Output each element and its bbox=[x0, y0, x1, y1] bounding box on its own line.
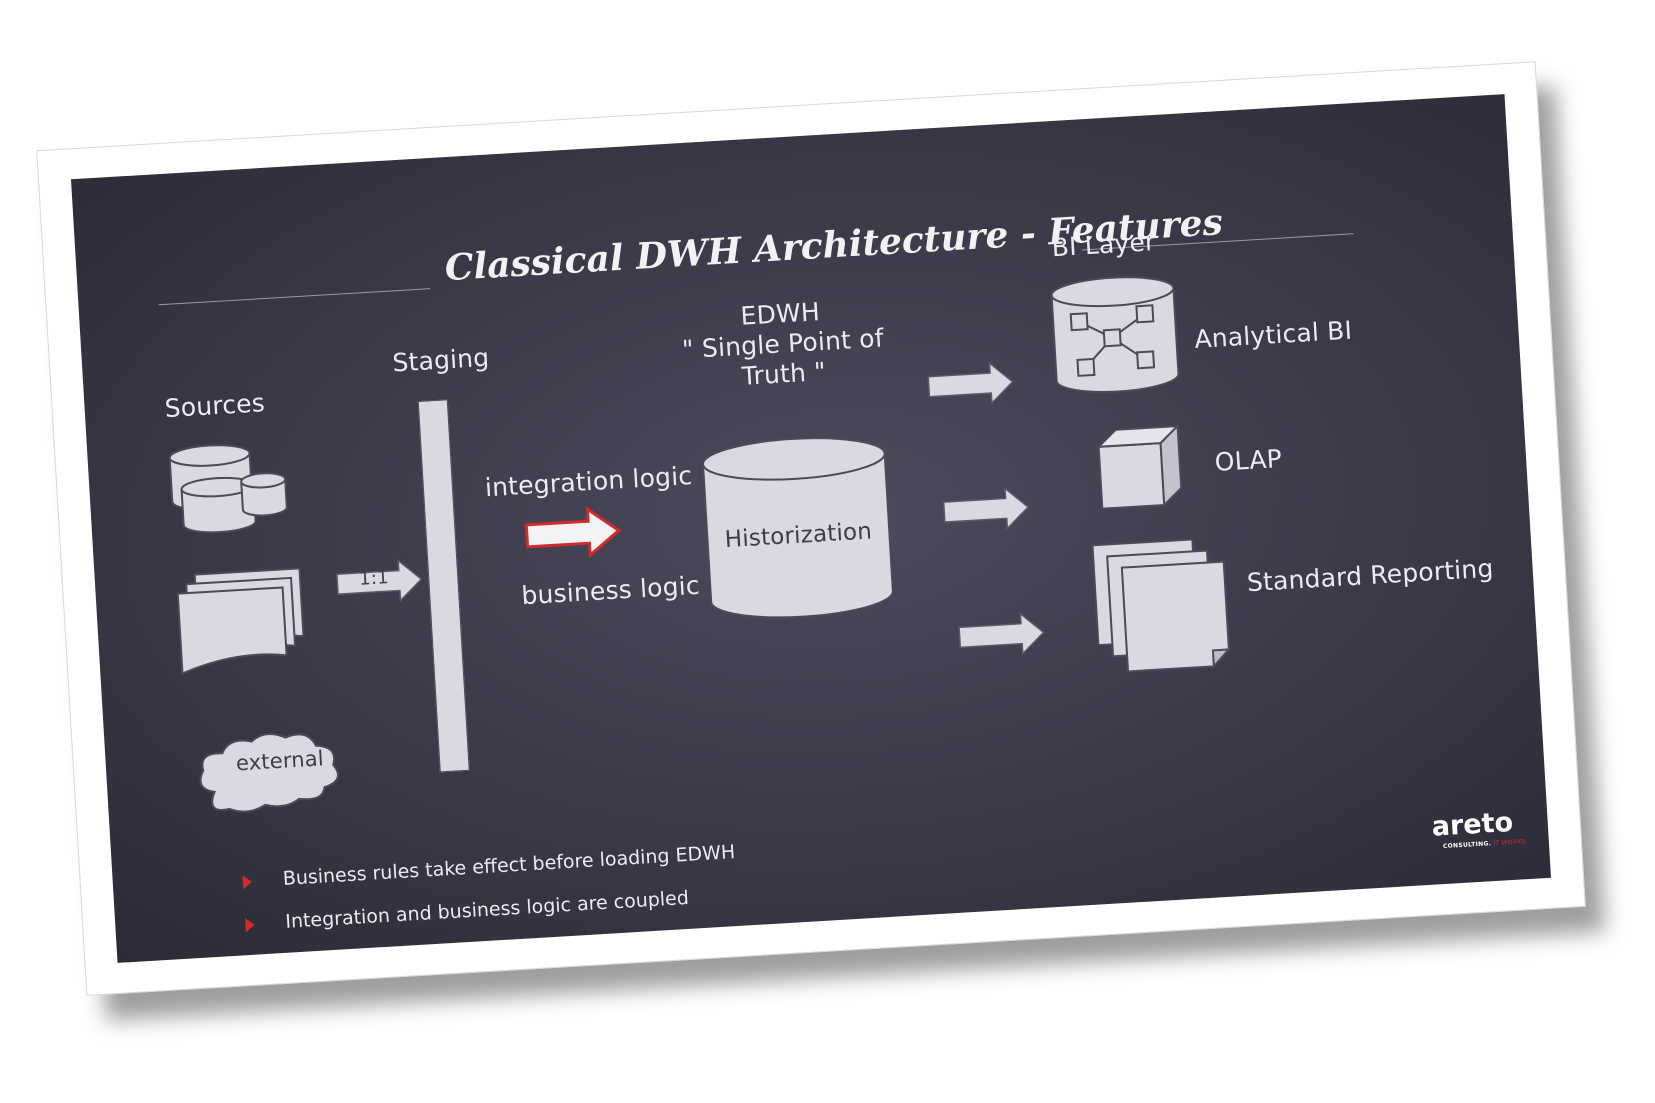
title-rule-left bbox=[158, 288, 431, 306]
areto-logo: areto bbox=[1430, 806, 1514, 843]
tagline-prefix: CONSULTING. bbox=[1442, 840, 1492, 851]
edwh-database-icon bbox=[701, 437, 894, 619]
cloud-icon bbox=[199, 732, 339, 813]
documents-icon bbox=[176, 567, 305, 676]
edwh-label: EDWH " Single Point of Truth " bbox=[680, 294, 885, 396]
analytical-bi-icon bbox=[1050, 276, 1180, 393]
tagline-suffix: IT WORKS. bbox=[1493, 838, 1529, 848]
bi-layer-label: BI Layer bbox=[1050, 227, 1157, 263]
bi-arrow-top-icon bbox=[927, 361, 1014, 405]
bi-arrow-middle-icon bbox=[942, 486, 1030, 531]
staging-arrow-label: 1:1 bbox=[358, 567, 390, 590]
reports-stack-icon bbox=[1091, 538, 1232, 673]
bullet-list: Business rules take effect before loadin… bbox=[242, 841, 736, 963]
logic-arrow-icon bbox=[524, 506, 622, 559]
bullet-marker-icon bbox=[245, 917, 255, 933]
photo-frame: Classical DWH Architecture - Features So… bbox=[36, 61, 1586, 996]
integration-logic-label: integration logic bbox=[484, 460, 693, 503]
olap-cube-icon bbox=[1096, 423, 1183, 510]
list-item: Business rules take effect before loadin… bbox=[242, 841, 736, 913]
list-item: ETL is usually implemented manually bbox=[247, 933, 643, 963]
bi-arrow-bottom-icon bbox=[958, 612, 1045, 656]
databases-icon bbox=[168, 444, 288, 534]
list-item: Integration and business logic are coupl… bbox=[245, 887, 689, 956]
business-logic-label: business logic bbox=[520, 570, 701, 611]
bullet-marker-icon bbox=[247, 960, 258, 963]
olap-label: OLAP bbox=[1213, 443, 1283, 477]
standard-reporting-label: Standard Reporting bbox=[1246, 553, 1495, 598]
sources-label: Sources bbox=[163, 388, 266, 424]
analytical-bi-label: Analytical BI bbox=[1193, 315, 1353, 354]
staging-label: Staging bbox=[391, 342, 491, 378]
bullet-marker-icon bbox=[242, 874, 253, 890]
slide: Classical DWH Architecture - Features So… bbox=[70, 94, 1552, 963]
staging-arrow-icon bbox=[336, 558, 423, 603]
